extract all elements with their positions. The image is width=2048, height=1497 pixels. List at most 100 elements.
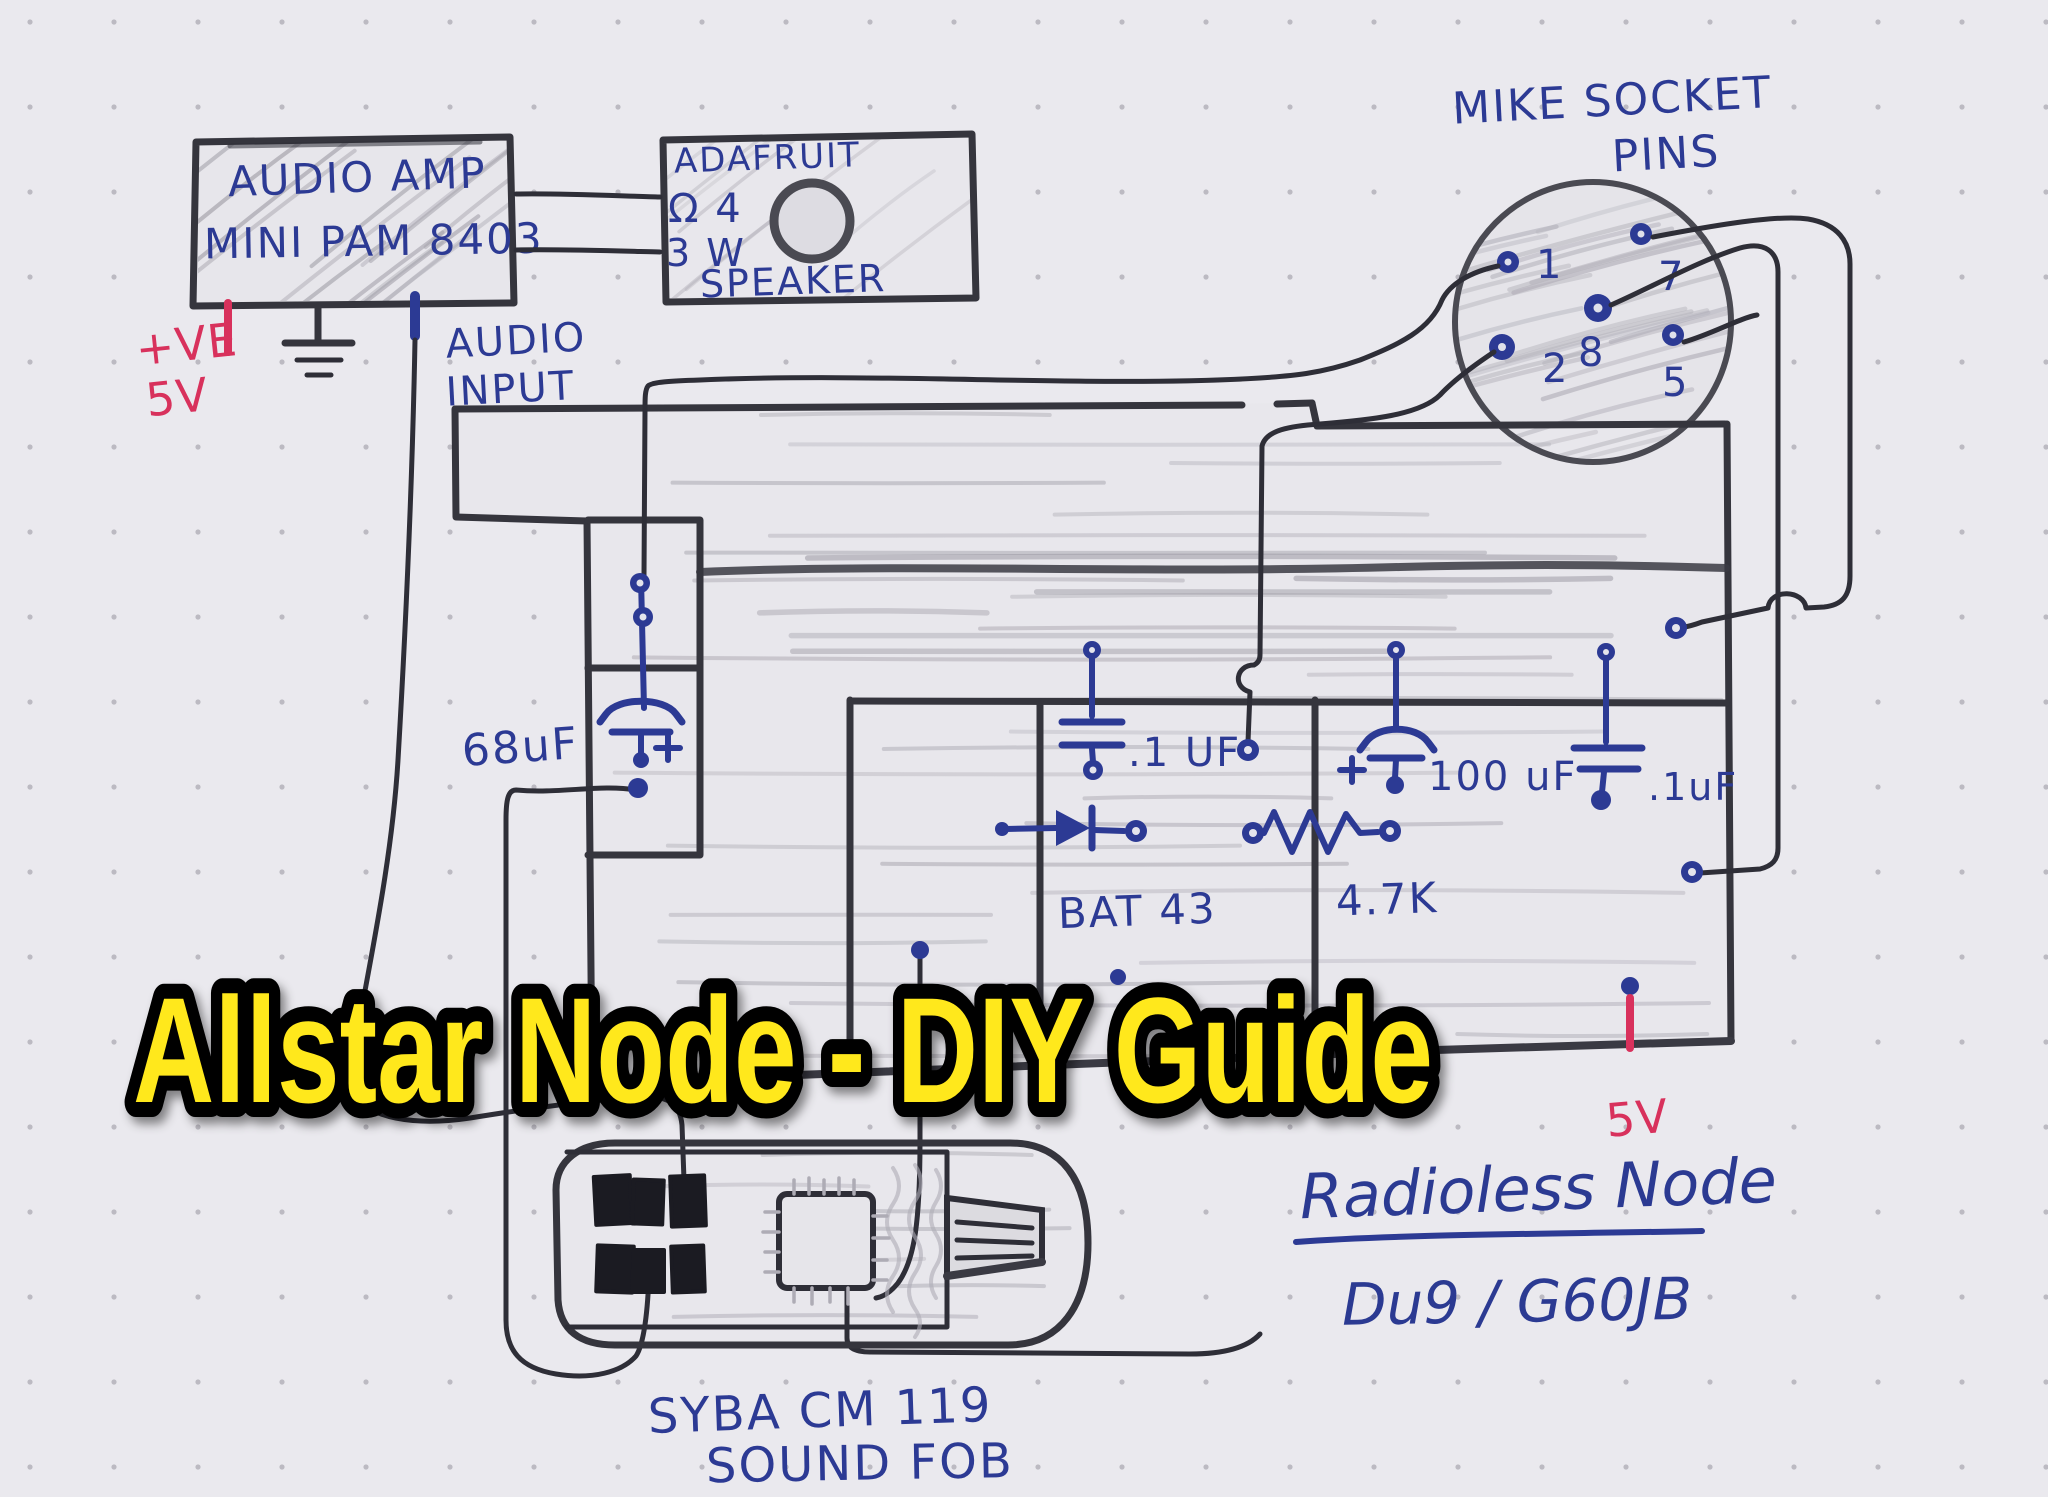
resistor-4k7: 4.7K <box>1242 809 1439 926</box>
pencil-stroke <box>841 197 972 298</box>
pencil-stroke <box>1457 355 1590 420</box>
fob-solder-pads <box>591 1173 708 1295</box>
caption-radioless-node: Radioless Node Du9 / G60JB <box>1293 1144 1778 1339</box>
pencil-stroke <box>1457 272 1593 323</box>
pencil-stroke <box>198 148 357 274</box>
fob-pad <box>632 1248 666 1294</box>
solder-pad <box>628 778 648 798</box>
pin-dot-center <box>1593 303 1603 313</box>
pencil-stroke <box>1082 794 1334 801</box>
solder-pad <box>1621 977 1639 995</box>
cap-curved-plate <box>1356 725 1438 754</box>
board-edge-top-left <box>452 401 1246 413</box>
diode-lead-left <box>1003 825 1059 832</box>
wire-end-pad-center <box>1688 868 1696 876</box>
solder-pad <box>995 822 1009 836</box>
pencil-stroke <box>360 240 444 301</box>
ic-body <box>776 1191 876 1291</box>
solder-pad-center <box>1386 827 1394 835</box>
pencil-stroke <box>1024 821 1504 828</box>
wire-68uf-to-fob <box>503 785 652 1379</box>
amp-label-line2: MINI PAM 8403 <box>204 214 544 269</box>
solder-pad-center <box>636 579 644 587</box>
solder-pad <box>1386 776 1404 794</box>
plus-sign <box>653 733 683 763</box>
pencil-stroke <box>360 145 510 267</box>
board-edge-pads <box>911 617 1703 985</box>
solder-pad-center <box>1249 829 1257 837</box>
fob-pad <box>630 1177 666 1227</box>
board-edge-top-right <box>1273 399 1316 408</box>
pencil-stroke <box>279 155 472 301</box>
pencil-stroke <box>666 138 776 223</box>
cap-68uf-label: 68uF <box>460 718 580 777</box>
fob-pad <box>669 1243 707 1295</box>
cap-01uf-b-label: .1uF <box>1648 765 1738 809</box>
pencil-stroke <box>804 553 1618 561</box>
cap-68uf: 68uF <box>460 697 686 798</box>
plus-sign <box>1337 755 1367 785</box>
power-label-line2: 5V <box>143 367 211 427</box>
pencil-stroke <box>1455 1032 1710 1038</box>
cap-curved-plate <box>596 697 686 726</box>
pencil-stroke <box>978 625 1457 631</box>
pencil-stroke <box>309 141 474 269</box>
pad-link-lead <box>638 575 647 711</box>
cap-01uf-b: .1uF <box>1570 643 1738 810</box>
pin-number: 2 <box>1542 346 1569 392</box>
solder-pad <box>633 752 649 768</box>
wire-pin5-stub <box>1681 312 1760 345</box>
mike-socket-title2: PINS <box>1611 126 1722 183</box>
pencil-stroke <box>1030 888 1686 895</box>
pencil-stroke <box>671 1313 979 1319</box>
fob-label-line1: SYBA CM 119 <box>647 1377 993 1445</box>
pencil-stroke <box>1540 338 1729 402</box>
pencil-stroke <box>1052 510 1430 517</box>
pencil-stroke <box>1293 575 1614 583</box>
pencil-stroke <box>1008 729 1605 735</box>
wire-amp-speaker-1 <box>513 191 663 200</box>
pin-number: 8 <box>1578 330 1605 376</box>
pencil-stroke <box>1504 309 1694 364</box>
diode-lead-right <box>1091 827 1127 834</box>
pencil-stroke <box>1457 306 1584 355</box>
audio-input-line1: AUDIO <box>444 314 587 367</box>
pencil-stroke <box>1503 306 1688 360</box>
caption-line2: Du9 / G60JB <box>1341 1265 1693 1339</box>
diode-triangle <box>1056 810 1090 846</box>
solder-pad-center <box>1603 649 1609 655</box>
pencil-stroke <box>692 576 1185 583</box>
pencil-stroke <box>1457 308 1710 395</box>
pencil-stroke <box>756 608 990 616</box>
fob-outline <box>552 1139 1092 1349</box>
cap-lead-bottom <box>1089 746 1096 765</box>
supply-5v-label: 5V <box>1604 1089 1671 1148</box>
wire-pin7-to-board <box>1650 215 1853 631</box>
pencil-stroke <box>381 231 477 301</box>
speaker-brand: ADAFRUIT <box>673 135 861 182</box>
board-edge-left <box>583 517 596 1087</box>
speaker-label: SPEAKER <box>699 256 887 306</box>
solder-pad-center <box>1089 766 1097 774</box>
board-edge-tab <box>451 405 591 525</box>
pencil-stroke <box>881 745 1371 752</box>
pin-dot-center <box>1504 258 1512 266</box>
cap-plates <box>1058 718 1126 749</box>
socket-pin-7: 7 <box>1630 223 1683 300</box>
pencil-stroke <box>657 939 988 946</box>
solder-pad-center <box>1393 647 1399 653</box>
wire-end-pad-center <box>1672 624 1680 632</box>
fob-pad <box>594 1243 636 1295</box>
pencil-stroke <box>666 138 722 182</box>
cap-lead-bottom <box>1392 757 1399 781</box>
pin-number: 5 <box>1662 360 1689 406</box>
cap-01uf-a-label: .1 UF <box>1128 730 1241 776</box>
socket-pin-1: 1 <box>1497 242 1561 288</box>
wire-pin1-to-board <box>641 263 1501 578</box>
pin-dot-center <box>1669 331 1677 339</box>
pencil-stroke <box>363 214 481 301</box>
pencil-stroke <box>676 980 1281 987</box>
diode-bat43: BAT 43 <box>995 804 1217 938</box>
